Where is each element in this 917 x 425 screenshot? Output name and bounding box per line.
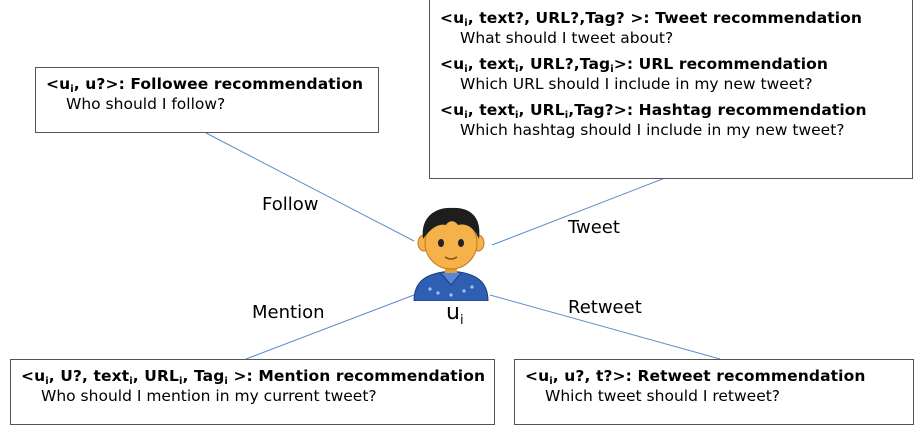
followee-question: Who should I follow? <box>66 95 226 113</box>
retweet-question: Which tweet should I retweet? <box>545 387 781 405</box>
url-heading: <ui, texti, URL?,Tagi>: URL recommendati… <box>440 55 829 75</box>
tweet-question: What should I tweet about? <box>460 29 674 47</box>
retweet-heading: <ui, u?, t?>: Retweet recommendation <box>525 367 866 387</box>
edge-label-mention: Mention <box>252 302 325 323</box>
hashtag-question: Which hashtag should I include in my new… <box>460 121 845 139</box>
user-node-label: ui <box>446 300 464 328</box>
edge-line-retweet <box>489 294 721 360</box>
edge-line-mention <box>245 294 415 360</box>
followee-recommendation-box: <ui, u?>: Followee recommendation Who sh… <box>35 67 379 133</box>
tweet-heading: <ui, text?, URL?,Tag? >: Tweet recommend… <box>440 9 863 29</box>
mention-question: Who should I mention in my current tweet… <box>41 387 377 405</box>
url-question: Which URL should I include in my new twe… <box>460 75 813 93</box>
edge-line-follow <box>205 132 415 242</box>
user-avatar-icon <box>413 207 489 301</box>
mention-recommendation-box: <ui, U?, texti, URLi, Tagi >: Mention re… <box>10 359 495 425</box>
hashtag-heading: <ui, texti, URLi,Tag?>: Hashtag recommen… <box>440 101 867 121</box>
tweet-recommendation-box: <ui, text?, URL?,Tag? >: Tweet recommend… <box>429 0 913 179</box>
retweet-recommendation-box: <ui, u?, t?>: Retweet recommendation Whi… <box>514 359 914 425</box>
edge-label-tweet: Tweet <box>568 217 620 238</box>
edge-line-tweet <box>491 177 666 246</box>
edge-label-retweet: Retweet <box>568 297 642 318</box>
followee-heading: <ui, u?>: Followee recommendation <box>46 75 364 95</box>
edge-label-follow: Follow <box>262 194 319 215</box>
mention-heading: <ui, U?, texti, URLi, Tagi >: Mention re… <box>21 367 486 387</box>
